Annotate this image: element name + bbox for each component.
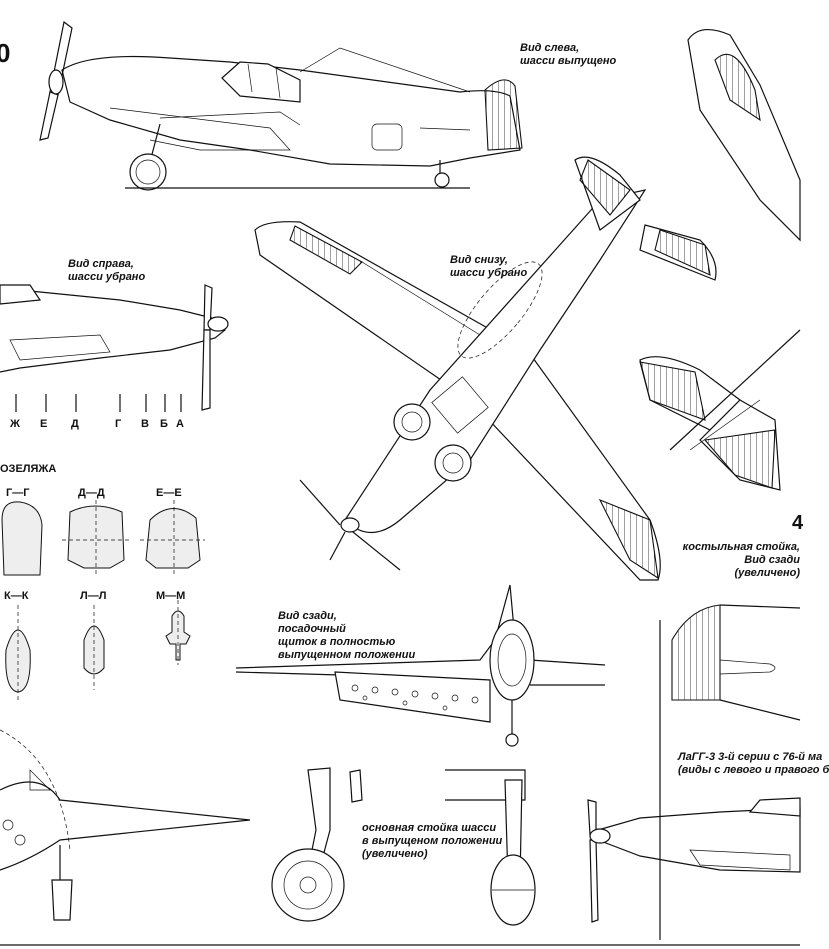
section-label: Д—Д [78, 487, 105, 499]
station-ticks [15, 394, 182, 412]
sections-title: ОЗЕЛЯЖА [0, 463, 57, 475]
left-side-view-drawing [39, 20, 523, 191]
section-label: М—М [156, 590, 186, 602]
drawing-sheet [0, 20, 801, 946]
rear-view-label: Вид сзади, посадочный щиток в полностью … [278, 610, 416, 661]
variant-side-view-drawing [587, 797, 801, 923]
tail-strut-label: костыльная стойка, Вид сзади (увеличено) [682, 541, 800, 579]
side-number: 4 [792, 512, 804, 534]
station-letter: Е [40, 418, 48, 430]
rear-view-drawing [235, 584, 606, 747]
top-view-drawing [639, 29, 801, 491]
section-label: Л—Л [80, 590, 107, 602]
station-letter: Б [160, 418, 168, 430]
left-view-label: Вид слева, шасси выпущено [520, 42, 617, 67]
bottom-view-label: Вид снизу, шасси убрано [450, 254, 528, 279]
page-number: 0 [0, 38, 11, 68]
tail-side-view-drawing [659, 604, 801, 940]
wing-closeup-drawing [0, 729, 251, 921]
bottom-view-drawing [254, 156, 717, 581]
cross-sections [1, 500, 205, 700]
station-letter: А [176, 418, 184, 430]
right-view-label: Вид справа, шасси убрано [68, 258, 146, 283]
station-letter: Ж [10, 418, 20, 430]
main-strut-label: основная стойка шасси в выпущеном положе… [362, 822, 503, 860]
section-label: К—К [4, 590, 29, 602]
section-label: Е—Е [156, 487, 182, 499]
station-letter: Г [115, 418, 122, 430]
variant-caption: ЛаГГ-3 3-й серии с 76-й ма (виды с левог… [678, 751, 829, 776]
right-side-view-drawing [0, 284, 229, 411]
station-letter: В [141, 418, 149, 430]
main-gear-closeup-drawing [271, 767, 536, 926]
station-letter: Д [71, 418, 79, 430]
section-label: Г—Г [6, 487, 30, 499]
flap-rivets [351, 684, 479, 711]
